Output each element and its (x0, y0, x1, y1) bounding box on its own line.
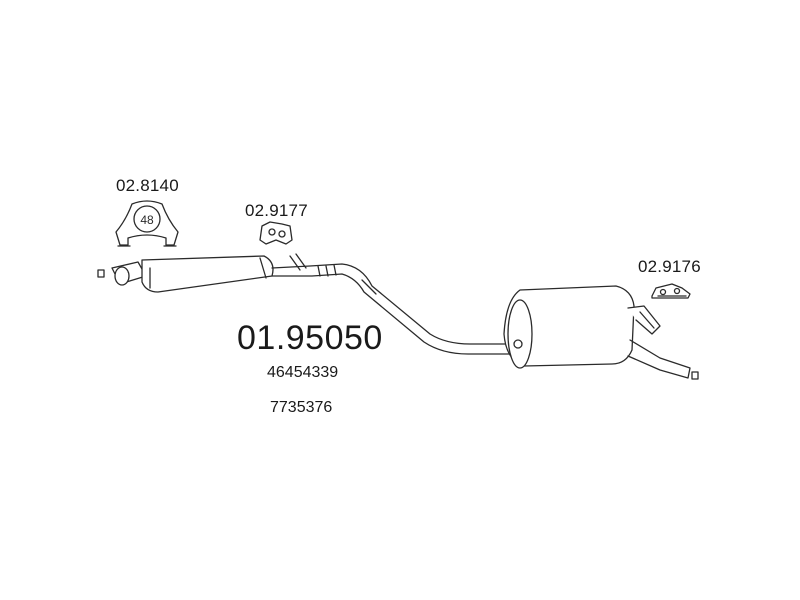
front-connector-icon (97, 269, 105, 278)
rubber-mount-front-icon (259, 221, 293, 245)
clamp-size-marking: 48 (140, 213, 154, 227)
oem-number-1: 46454339 (267, 364, 339, 381)
pipe-clamp-icon: 48 (115, 200, 179, 247)
rubber-mount-rear-icon (651, 283, 691, 299)
main-part-number: 01.95050 (237, 319, 383, 357)
clamp-part-code: 02.8140 (116, 176, 179, 195)
exhaust-assembly (111, 253, 699, 380)
rear-mount-part-code: 02.9176 (638, 257, 701, 276)
clamp-ring (133, 205, 161, 233)
front-mount-part-code: 02.9177 (245, 201, 308, 220)
rear-connector-icon (691, 371, 699, 380)
middle-silencer (141, 255, 274, 293)
oem-number-2: 7735376 (270, 399, 333, 416)
rear-silencer (503, 285, 635, 367)
